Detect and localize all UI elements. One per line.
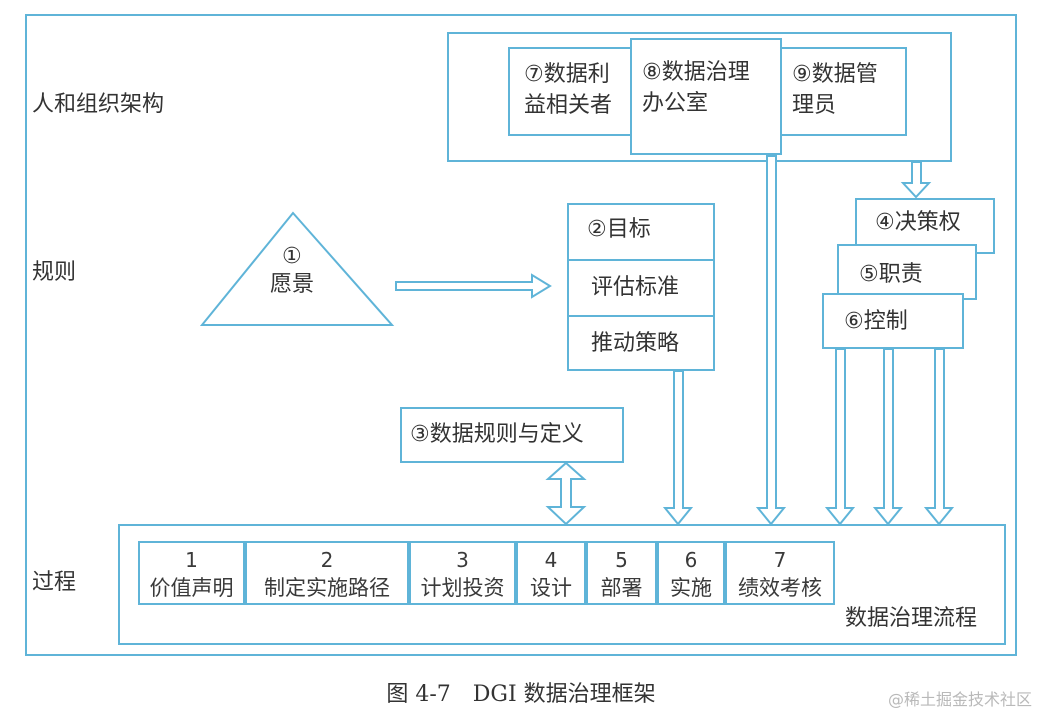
stewards-line1: ⑨数据管 — [792, 62, 878, 87]
office-line1: ⑧数据治理 — [642, 60, 750, 85]
layer-label-process: 过程 — [32, 570, 77, 595]
stakeholders-line1: ⑦数据利 — [524, 62, 610, 87]
figure-caption: 图 4-7 DGI 数据治理框架 — [386, 682, 656, 707]
process-step-label: 实施 — [670, 576, 712, 600]
process-step-label: 制定实施路径 — [264, 576, 390, 600]
controls-box: ⑥控制 — [822, 293, 964, 349]
decision-rights-label: ④决策权 — [875, 210, 961, 235]
process-step-number: 3 — [456, 548, 469, 572]
process-step-number: 6 — [684, 548, 698, 572]
process-step-number: 4 — [544, 548, 558, 572]
process-step: 4 设计 — [516, 541, 586, 605]
process-step: 2 制定实施路径 — [245, 541, 409, 605]
stewards-box: ⑨数据管 理员 — [780, 47, 907, 136]
data-rules-label: ③数据规则与定义 — [410, 422, 584, 447]
goals-divider-1 — [569, 259, 713, 261]
process-step-label: 计划投资 — [420, 576, 505, 600]
process-step: 1 价值声明 — [138, 541, 245, 605]
process-step-label: 绩效考核 — [738, 576, 822, 600]
evaluation-criteria: 评估标准 — [591, 275, 680, 300]
goals-box: ②目标 评估标准 推动策略 — [567, 203, 715, 371]
process-step: 3 计划投资 — [409, 541, 516, 605]
goals-divider-2 — [569, 315, 713, 317]
process-step: 5 部署 — [586, 541, 657, 605]
drive-strategy: 推动策略 — [591, 331, 680, 356]
process-step-number: 5 — [615, 548, 628, 572]
stakeholders-line2: 益相关者 — [524, 93, 613, 118]
process-step-number: 7 — [773, 548, 787, 572]
process-name: 数据治理流程 — [845, 606, 978, 631]
accountability-label: ⑤职责 — [859, 262, 923, 287]
layer-label-people: 人和组织架构 — [32, 92, 165, 117]
vision-number: ① — [282, 244, 302, 269]
org-container — [447, 32, 952, 162]
process-step-label: 价值声明 — [149, 576, 234, 600]
goals-title: ②目标 — [587, 217, 651, 242]
controls-label: ⑥控制 — [844, 309, 908, 334]
process-step-number: 2 — [320, 548, 334, 572]
process-step-number: 1 — [185, 548, 198, 572]
process-step: 7 绩效考核 — [725, 541, 835, 605]
dg-office-box: ⑧数据治理 办公室 — [630, 38, 782, 155]
accountability-box: ⑤职责 — [837, 244, 977, 300]
stakeholders-box: ⑦数据利 益相关者 — [508, 47, 632, 136]
layer-label-rules: 规则 — [32, 260, 77, 285]
stewards-line2: 理员 — [792, 93, 837, 118]
process-step: 6 实施 — [657, 541, 725, 605]
outer-frame — [25, 14, 1017, 656]
process-step-label: 部署 — [600, 576, 643, 600]
process-step-label: 设计 — [530, 576, 572, 600]
watermark: @稀土掘金技术社区 — [887, 690, 1032, 709]
vision-label: 愿景 — [270, 272, 315, 297]
office-line2: 办公室 — [642, 91, 709, 116]
data-rules-box: ③数据规则与定义 — [400, 407, 624, 463]
